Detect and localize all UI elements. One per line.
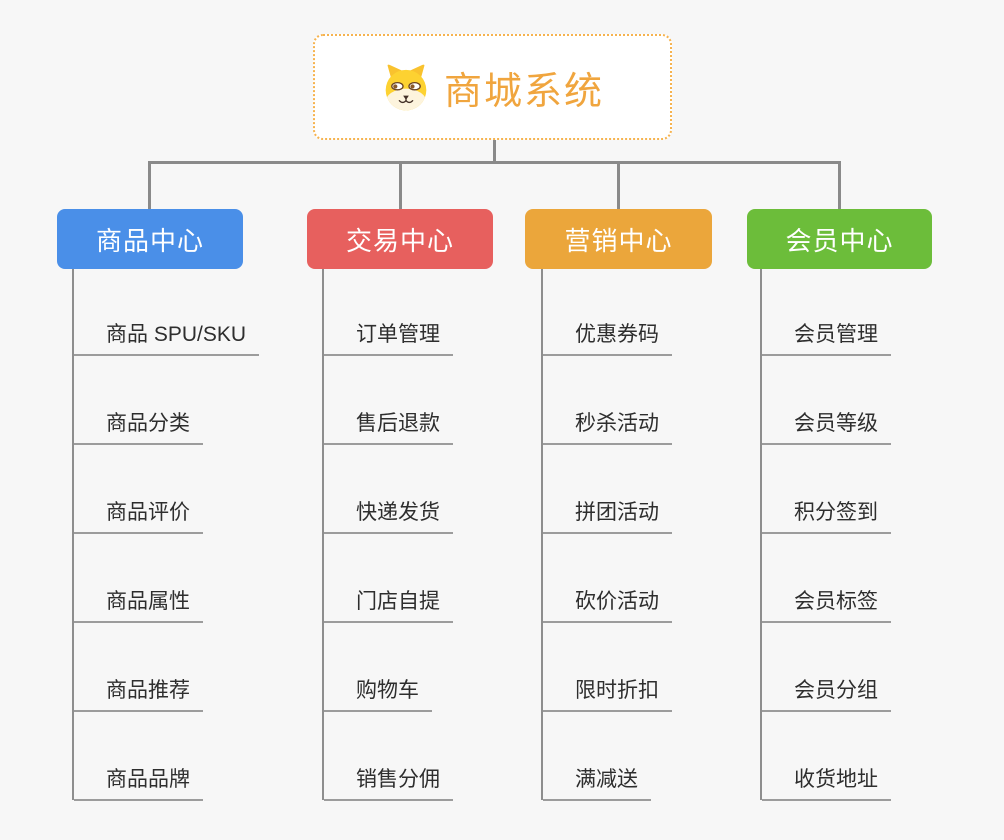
branch-node-trade-center[interactable]: 交易中心 — [307, 209, 493, 269]
connector-drop-trade — [399, 163, 402, 209]
leaf-store-pickup[interactable]: 门店自提 — [324, 587, 453, 623]
connector-drop-marketing — [617, 163, 620, 209]
leaf-flash-sale[interactable]: 秒杀活动 — [543, 409, 672, 445]
leaf-column-marketing: 优惠券码 秒杀活动 拼团活动 砍价活动 限时折扣 满减送 — [541, 269, 773, 801]
leaf-sales-commission[interactable]: 销售分佣 — [324, 765, 453, 801]
branch-label: 营销中心 — [564, 225, 673, 256]
branch-label: 交易中心 — [345, 225, 454, 256]
leaf-coupon-code[interactable]: 优惠券码 — [543, 320, 672, 356]
leaf-shopping-cart[interactable]: 购物车 — [324, 676, 432, 712]
branch-node-member-center[interactable]: 会员中心 — [747, 209, 932, 269]
leaf-member-level[interactable]: 会员等级 — [762, 409, 891, 445]
leaf-product-review[interactable]: 商品评价 — [74, 498, 203, 534]
connector-drop-product — [148, 163, 151, 209]
connector-root-stem — [493, 140, 496, 163]
leaf-limited-discount[interactable]: 限时折扣 — [543, 676, 672, 712]
leaf-product-attribute[interactable]: 商品属性 — [74, 587, 203, 623]
shiba-dog-icon — [381, 62, 431, 112]
leaf-member-group[interactable]: 会员分组 — [762, 676, 891, 712]
root-node-mall-system[interactable]: 商城系统 — [313, 34, 672, 140]
leaf-member-tag[interactable]: 会员标签 — [762, 587, 891, 623]
leaf-points-checkin[interactable]: 积分签到 — [762, 498, 891, 534]
leaf-bargain[interactable]: 砍价活动 — [543, 587, 672, 623]
leaf-column-product: 商品 SPU/SKU 商品分类 商品评价 商品属性 商品推荐 商品品牌 — [72, 269, 304, 801]
branch-label: 商品中心 — [95, 225, 204, 256]
root-title: 商城系统 — [443, 70, 604, 113]
leaf-group-buy[interactable]: 拼团活动 — [543, 498, 672, 534]
leaf-product-brand[interactable]: 商品品牌 — [74, 765, 203, 801]
leaf-shipping-address[interactable]: 收货地址 — [762, 765, 891, 801]
leaf-product-category[interactable]: 商品分类 — [74, 409, 203, 445]
leaf-column-member: 会员管理 会员等级 积分签到 会员标签 会员分组 收货地址 — [760, 269, 992, 801]
connector-horizontal-bar — [148, 161, 841, 164]
connector-drop-member — [838, 163, 841, 209]
branch-node-product-center[interactable]: 商品中心 — [57, 209, 243, 269]
branch-node-marketing-center[interactable]: 营销中心 — [525, 209, 712, 269]
leaf-express-shipping[interactable]: 快递发货 — [324, 498, 453, 534]
leaf-aftersale-refund[interactable]: 售后退款 — [324, 409, 453, 445]
leaf-product-recommend[interactable]: 商品推荐 — [74, 676, 203, 712]
branch-label: 会员中心 — [785, 225, 894, 256]
leaf-column-trade: 订单管理 售后退款 快递发货 门店自提 购物车 销售分佣 — [322, 269, 554, 801]
leaf-spend-save[interactable]: 满减送 — [543, 765, 651, 801]
leaf-order-management[interactable]: 订单管理 — [324, 320, 453, 356]
leaf-member-management[interactable]: 会员管理 — [762, 320, 891, 356]
leaf-product-spu-sku[interactable]: 商品 SPU/SKU — [74, 320, 260, 356]
